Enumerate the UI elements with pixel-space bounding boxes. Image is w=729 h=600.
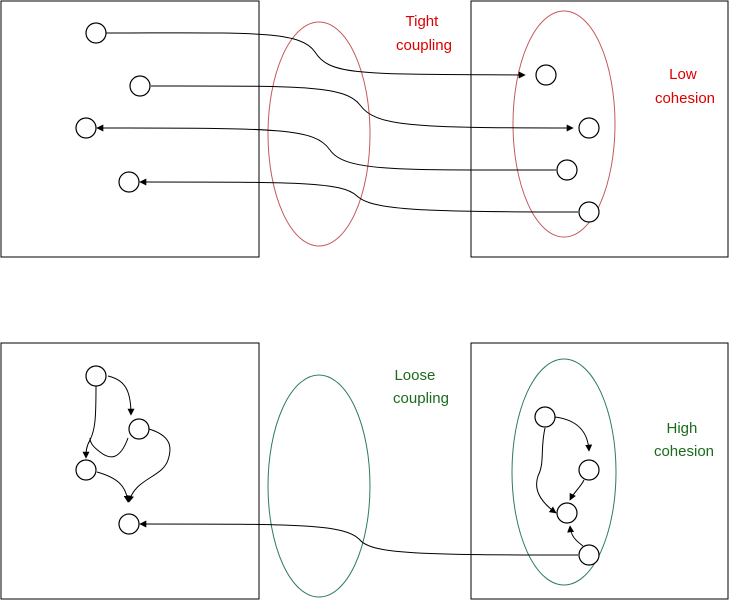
node-c4 [118, 513, 140, 535]
node-b3 [556, 159, 578, 181]
edge-c1-to-c2 [107, 375, 135, 416]
high-cohesion-label: High cohesion [654, 420, 714, 460]
edge-b3-to-a3 [96, 124, 557, 171]
module-a-box [0, 0, 260, 258]
node-a2 [129, 75, 151, 97]
low-cohesion-label: Low cohesion [655, 66, 715, 107]
node-b1 [535, 64, 557, 86]
tight-coupling-ellipse [267, 21, 371, 247]
edge-b4-to-a4 [139, 178, 579, 213]
node-c3 [75, 459, 97, 481]
module-c-box [0, 342, 260, 600]
node-a1 [85, 22, 107, 44]
node-c2 [128, 418, 150, 440]
high-cohesion-ellipse [511, 358, 617, 586]
edge-a1-to-b1 [105, 32, 526, 79]
node-b4 [578, 201, 600, 223]
node-b2 [578, 117, 600, 139]
node-d2 [578, 459, 600, 481]
node-a4 [118, 171, 140, 193]
loose-coupling-ellipse [267, 374, 371, 598]
node-d3 [556, 502, 578, 524]
edge-d1-to-d2 [554, 416, 593, 452]
low-cohesion-ellipse [512, 10, 616, 238]
loose-coupling-label: Loose coupling [393, 367, 449, 407]
node-a3 [75, 117, 97, 139]
node-d1 [534, 406, 556, 428]
edge-c2-to-c4 [127, 428, 171, 503]
edge-a2-to-b2 [150, 85, 574, 132]
bottom-example: Loose coupling High cohesion [0, 342, 729, 600]
edge-d1-to-d3 [536, 427, 557, 514]
node-d4 [578, 544, 600, 566]
edge-d4-to-d3 [567, 525, 584, 547]
node-c1 [85, 365, 107, 387]
top-example: Tight coupling Low cohesion [0, 0, 729, 258]
edge-c2-loop [89, 437, 129, 458]
tight-coupling-label: Tight coupling [396, 13, 452, 54]
edge-d2-to-d3 [569, 479, 585, 501]
edge-d4-to-c4 [139, 520, 579, 556]
edge-c3-to-c4 [96, 471, 131, 503]
